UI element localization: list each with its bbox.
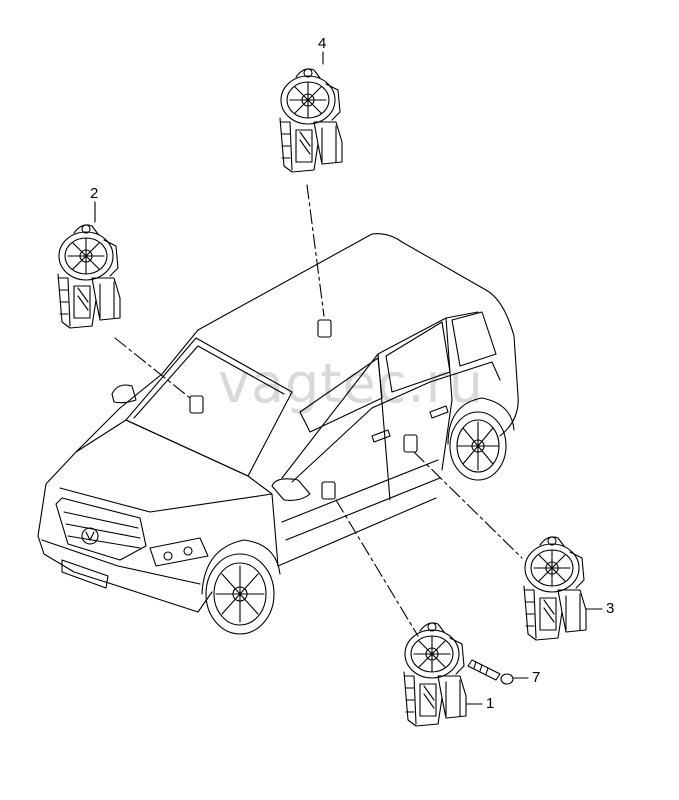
window-motor-2 <box>57 224 121 329</box>
window-motor-4 <box>279 68 343 173</box>
callout-3: 3 <box>606 600 615 617</box>
reference-lines <box>114 184 523 637</box>
callout-4: 4 <box>318 35 327 52</box>
window-motor-1 <box>403 622 467 727</box>
callout-2: 2 <box>90 185 99 202</box>
car-illustration <box>37 233 519 635</box>
leader-lines <box>94 51 603 705</box>
callout-1: 1 <box>486 695 495 712</box>
bolt-7 <box>467 659 514 685</box>
watermark-text: vagtec.ru <box>218 352 485 415</box>
window-motor-3 <box>523 536 587 641</box>
callout-7: 7 <box>532 669 541 686</box>
switch-markers <box>189 319 418 500</box>
